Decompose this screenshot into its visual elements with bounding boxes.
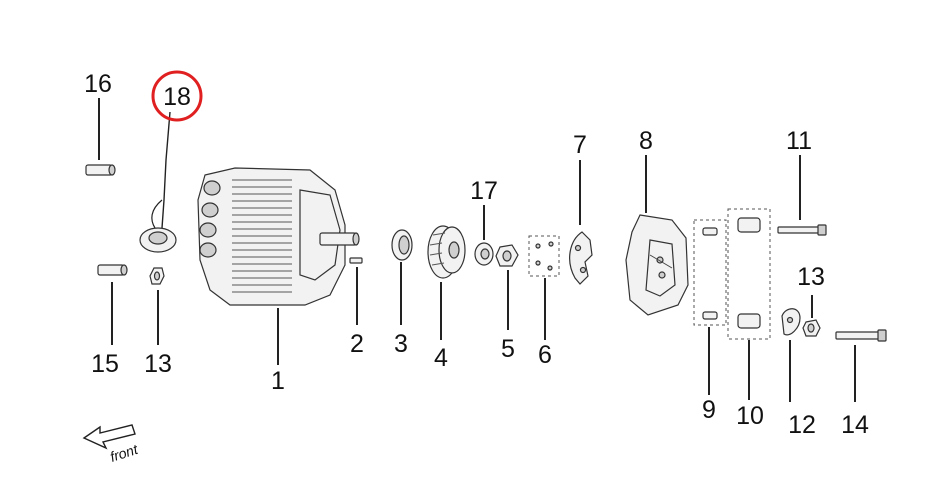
- part-11-bolt: [777, 224, 827, 236]
- callout-15: 15: [91, 350, 119, 378]
- callout-14: 14: [841, 411, 869, 439]
- part-1-motor: [197, 167, 360, 306]
- part-8-cover: [625, 214, 689, 316]
- part-3-spacer: [391, 229, 413, 261]
- callout-11: 11: [786, 127, 812, 155]
- part-15-pin: [97, 264, 128, 276]
- part-13-right-nut: [802, 319, 821, 337]
- callout-13-left: 13: [144, 350, 172, 378]
- callout-12: 12: [788, 411, 816, 439]
- part-12-bracket: [781, 308, 801, 336]
- front-label: front: [108, 441, 141, 465]
- part-4-pulley: [427, 225, 466, 279]
- part-2-key: [349, 257, 363, 264]
- callout-4: 4: [434, 344, 448, 372]
- part-18-sensor: [139, 111, 177, 253]
- callout-1: 1: [271, 367, 285, 395]
- callout-17: 17: [470, 177, 498, 205]
- part-9-pin-set: [693, 219, 727, 326]
- part-10-bushing-set: [727, 208, 771, 340]
- callout-5: 5: [501, 335, 515, 363]
- part-17-washer: [474, 242, 494, 266]
- callout-7: 7: [573, 131, 587, 159]
- part-13-left-nut: [149, 267, 165, 285]
- callout-9: 9: [702, 396, 716, 424]
- callout-10: 10: [736, 402, 764, 430]
- part-5-nut: [495, 244, 519, 267]
- callout-3: 3: [394, 330, 408, 358]
- callout-2: 2: [350, 330, 364, 358]
- part-7-bracket: [569, 231, 593, 285]
- callout-8: 8: [639, 127, 653, 155]
- part-6-screw-set: [528, 235, 560, 277]
- part-16-pin: [85, 164, 116, 176]
- front-arrow-icon: [82, 424, 136, 450]
- callout-13-right: 13: [797, 263, 825, 291]
- highlight-circle: [151, 70, 203, 122]
- part-14-bolt: [835, 329, 887, 342]
- callout-6: 6: [538, 341, 552, 369]
- callout-16: 16: [84, 70, 112, 98]
- callout-18: 18: [163, 83, 191, 111]
